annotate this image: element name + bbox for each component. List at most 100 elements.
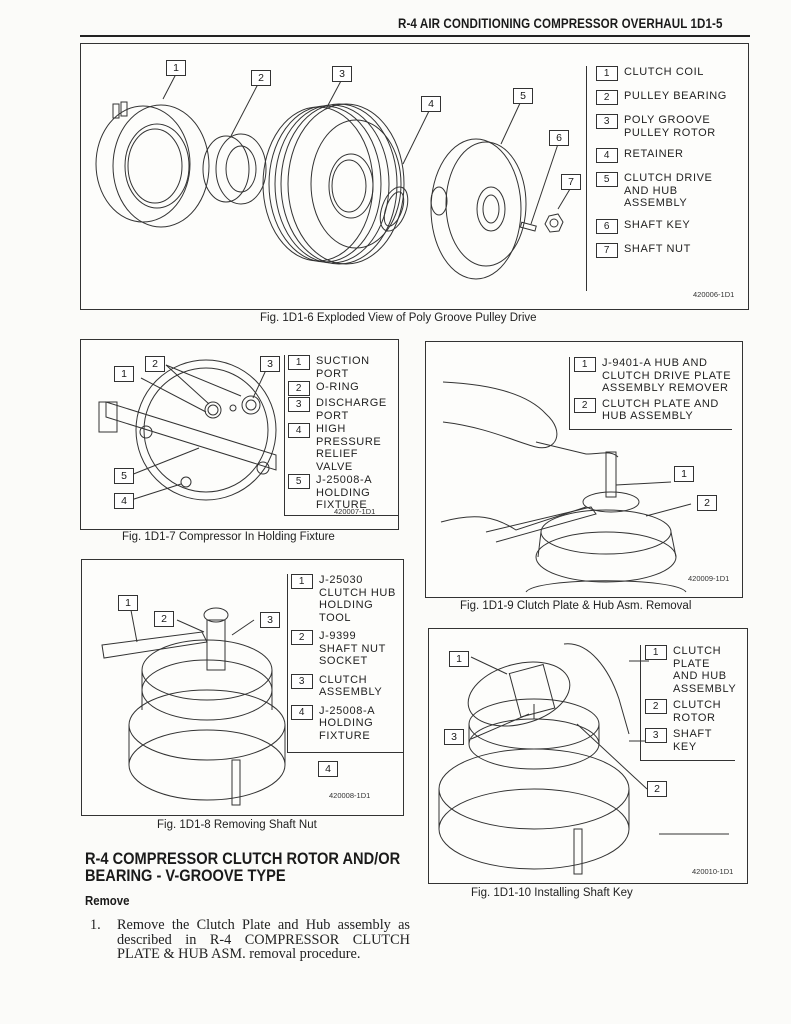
callout-2: 2 [697, 495, 717, 511]
legend-item: 1 CLUTCH COIL [596, 66, 727, 81]
legend-number: 4 [291, 704, 313, 720]
clutch-coil-drawing [96, 102, 209, 227]
legend-label: SHAFT KEY [673, 728, 713, 753]
callout-6: 6 [549, 130, 569, 146]
legend-label: CLUTCH PLATE AND HUB ASSEMBLY [602, 397, 719, 423]
subheading-remove: Remove [85, 893, 130, 908]
legend-item: 1 J-25030 CLUTCH HUB HOLDING TOOL [291, 574, 403, 624]
figure-code: 420009-1D1 [688, 574, 730, 583]
legend-item: 3 CLUTCH ASSEMBLY [291, 673, 403, 699]
callout-5: 5 [114, 468, 134, 484]
figure-caption: Fig. 1D1-6 Exploded View of Poly Groove … [260, 312, 537, 324]
legend-number: 2 [288, 381, 310, 396]
legend-number: 6 [596, 218, 618, 234]
legend-item: 7 SHAFT NUT [596, 242, 727, 258]
step-text: Remove the Clutch Plate and Hub assembly… [117, 917, 410, 962]
legend-number: 3 [288, 397, 310, 412]
clutch-drive-hub-drawing [431, 139, 526, 279]
legend-item: 2 O-RING [288, 381, 398, 396]
figure-1d1-8: 1 2 3 4 1 J-25030 CLUTCH HUB HOLDING TOOL… [81, 559, 404, 816]
legend-label: CLUTCH ASSEMBLY [319, 673, 383, 699]
callout-2: 2 [647, 781, 667, 797]
legend-label: CLUTCH DRIVE AND HUB ASSEMBLY [624, 172, 713, 209]
header-rule [80, 35, 750, 37]
legend-number: 1 [574, 357, 596, 372]
legend-label: J-25030 CLUTCH HUB HOLDING TOOL [319, 574, 396, 624]
legend-number: 1 [288, 355, 310, 370]
figure-code: 420010-1D1 [692, 867, 734, 876]
figure-1d1-9-legend: 1 J-9401-A HUB AND CLUTCH DRIVE PLATE ASS… [569, 357, 732, 430]
legend-item: 1 CLUTCH PLATE AND HUB ASSEMBLY [645, 645, 737, 695]
section-heading-line-2: BEARING - V-GROOVE TYPE [85, 866, 286, 885]
legend-label: SHAFT NUT [624, 242, 691, 255]
pulley-rotor-drawing [263, 104, 404, 264]
legend-number: 7 [596, 242, 618, 258]
legend-item: 3 POLY GROOVE PULLEY ROTOR [596, 114, 727, 139]
callout-1: 1 [674, 466, 694, 482]
section-heading-line-1: R-4 COMPRESSOR CLUTCH ROTOR AND/OR [85, 849, 401, 868]
legend-number: 1 [596, 66, 618, 81]
callout-1: 1 [118, 595, 138, 611]
callout-4: 4 [318, 761, 338, 777]
shaft-key-drawing [520, 222, 536, 231]
legend-item: 2 CLUTCH PLATE AND HUB ASSEMBLY [574, 397, 732, 423]
callout-1: 1 [166, 60, 186, 76]
section-heading: R-4 COMPRESSOR CLUTCH ROTOR AND/OR BEARI… [85, 850, 400, 884]
callout-2: 2 [251, 70, 271, 86]
legend-label: CLUTCH PLATE AND HUB ASSEMBLY [673, 645, 737, 695]
figure-caption: Fig. 1D1-7 Compressor In Holding Fixture [122, 531, 335, 543]
legend-number: 5 [288, 474, 310, 489]
legend-label: SUCTION PORT [316, 355, 370, 380]
figure-code: 420008-1D1 [329, 791, 371, 800]
callout-5: 5 [513, 88, 533, 104]
legend-label: CLUTCH ROTOR [673, 699, 722, 724]
legend-number: 4 [596, 148, 618, 163]
legend-number: 1 [291, 574, 313, 589]
figure-1d1-9: 1 J-9401-A HUB AND CLUTCH DRIVE PLATE ASS… [425, 341, 743, 598]
legend-label: J-9401-A HUB AND CLUTCH DRIVE PLATE ASSE… [602, 357, 732, 394]
legend-number: 2 [596, 90, 618, 105]
retainer-drawing [375, 183, 413, 234]
figure-caption: Fig. 1D1-10 Installing Shaft Key [471, 887, 633, 899]
legend-number: 4 [288, 423, 310, 438]
legend-number: 2 [574, 397, 596, 413]
legend-label: O-RING [316, 381, 360, 393]
callout-4: 4 [114, 493, 134, 509]
legend-label: J-9399 SHAFT NUT SOCKET [319, 630, 386, 667]
shaft-nut-drawing [545, 214, 563, 232]
pulley-bearing-drawing [203, 134, 266, 204]
legend-item: 5 J-25008-A HOLDING FIXTURE [288, 474, 398, 512]
procedure-step: 1. Remove the Clutch Plate and Hub assem… [90, 918, 410, 962]
legend-number: 1 [645, 645, 667, 660]
page-header: R-4 AIR CONDITIONING COMPRESSOR OVERHAUL… [398, 16, 723, 31]
callout-1: 1 [114, 366, 134, 382]
legend-item: 5 CLUTCH DRIVE AND HUB ASSEMBLY [596, 172, 727, 210]
figure-caption: Fig. 1D1-8 Removing Shaft Nut [157, 819, 317, 831]
callout-3: 3 [444, 729, 464, 745]
legend-label: CLUTCH COIL [624, 66, 704, 78]
removing-shaft-nut-drawing [82, 560, 287, 815]
legend-label: POLY GROOVE PULLEY ROTOR [624, 114, 716, 139]
callout-2: 2 [154, 611, 174, 627]
callout-1: 1 [449, 651, 469, 667]
legend-number: 5 [596, 172, 618, 187]
installing-shaft-key-drawing [429, 629, 749, 884]
callout-2: 2 [145, 356, 165, 372]
legend-number: 3 [291, 673, 313, 689]
legend-number: 3 [596, 114, 618, 129]
callout-7: 7 [561, 174, 581, 190]
legend-label: J-25008-A HOLDING FIXTURE [316, 474, 373, 511]
